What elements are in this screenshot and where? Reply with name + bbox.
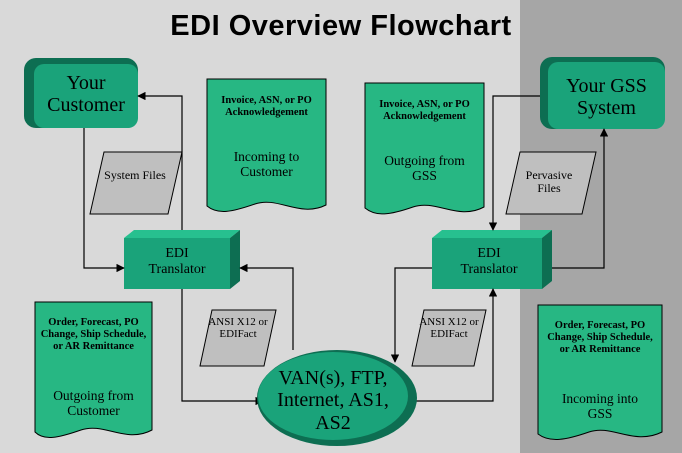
arrow-right-translator-to-van <box>390 267 432 363</box>
doc-outgoing-customer-sub: Outgoing from Customer <box>53 388 134 419</box>
doc-incoming-customer-sub: Incoming to Customer <box>233 149 300 180</box>
doc-incoming-customer-shape <box>206 78 327 212</box>
arrow-translator-to-van <box>181 289 264 406</box>
arrow-translator-to-gss <box>552 128 609 269</box>
van-label: VAN(s), FTP, Internet, AS1, AS2 <box>277 367 389 434</box>
arrow-gss-to-translator <box>488 95 540 231</box>
doc-outgoing-customer-shape <box>34 301 153 438</box>
customer-label: Your Customer <box>47 72 125 117</box>
arrow-customer-to-translator <box>83 128 125 273</box>
pervasive-files-shape <box>505 151 597 215</box>
doc-outgoing-gss-heading: Invoice, ASN, or PO Acknowledgement <box>379 99 470 122</box>
van-shape <box>257 350 417 446</box>
doc-outgoing-customer-heading: Order, Forecast, PO Change, Ship Schedul… <box>40 317 147 352</box>
translator-left-label: EDI Translator <box>148 246 206 277</box>
doc-incoming-gss-shape <box>537 304 663 440</box>
gss-node <box>540 57 665 129</box>
ansi-right-label: ANSI X12 or EDIFact <box>419 316 479 341</box>
system-files-label: System Files <box>104 168 166 182</box>
ansi-right-shape <box>411 309 487 367</box>
doc-outgoing-gss-sub: Outgoing from GSS <box>384 153 465 184</box>
customer-node <box>24 58 138 128</box>
gss-label: Your GSS System <box>566 75 647 120</box>
pervasive-files-label: Pervasive Files <box>525 168 573 196</box>
ansi-left-shape <box>199 309 277 367</box>
translator-right-shape <box>432 230 552 289</box>
connectors <box>83 91 609 406</box>
doc-incoming-gss-heading: Order, Forecast, PO Change, Ship Schedul… <box>547 320 653 355</box>
system-files-shape <box>89 151 183 215</box>
doc-outgoing-gss-shape <box>364 82 485 215</box>
doc-incoming-gss-sub: Incoming into GSS <box>561 391 639 422</box>
translator-right-label: EDI Translator <box>460 246 518 277</box>
arrow-van-to-left-translator <box>239 263 294 350</box>
doc-incoming-customer-heading: Invoice, ASN, or PO Acknowledgement <box>221 95 312 118</box>
arrow-translator-to-customer <box>137 91 183 230</box>
ansi-left-label: ANSI X12 or EDIFact <box>208 316 268 341</box>
translator-left-shape <box>124 230 240 289</box>
page-title: EDI Overview Flowchart <box>170 10 512 42</box>
arrow-van-to-right-translator <box>412 288 498 402</box>
